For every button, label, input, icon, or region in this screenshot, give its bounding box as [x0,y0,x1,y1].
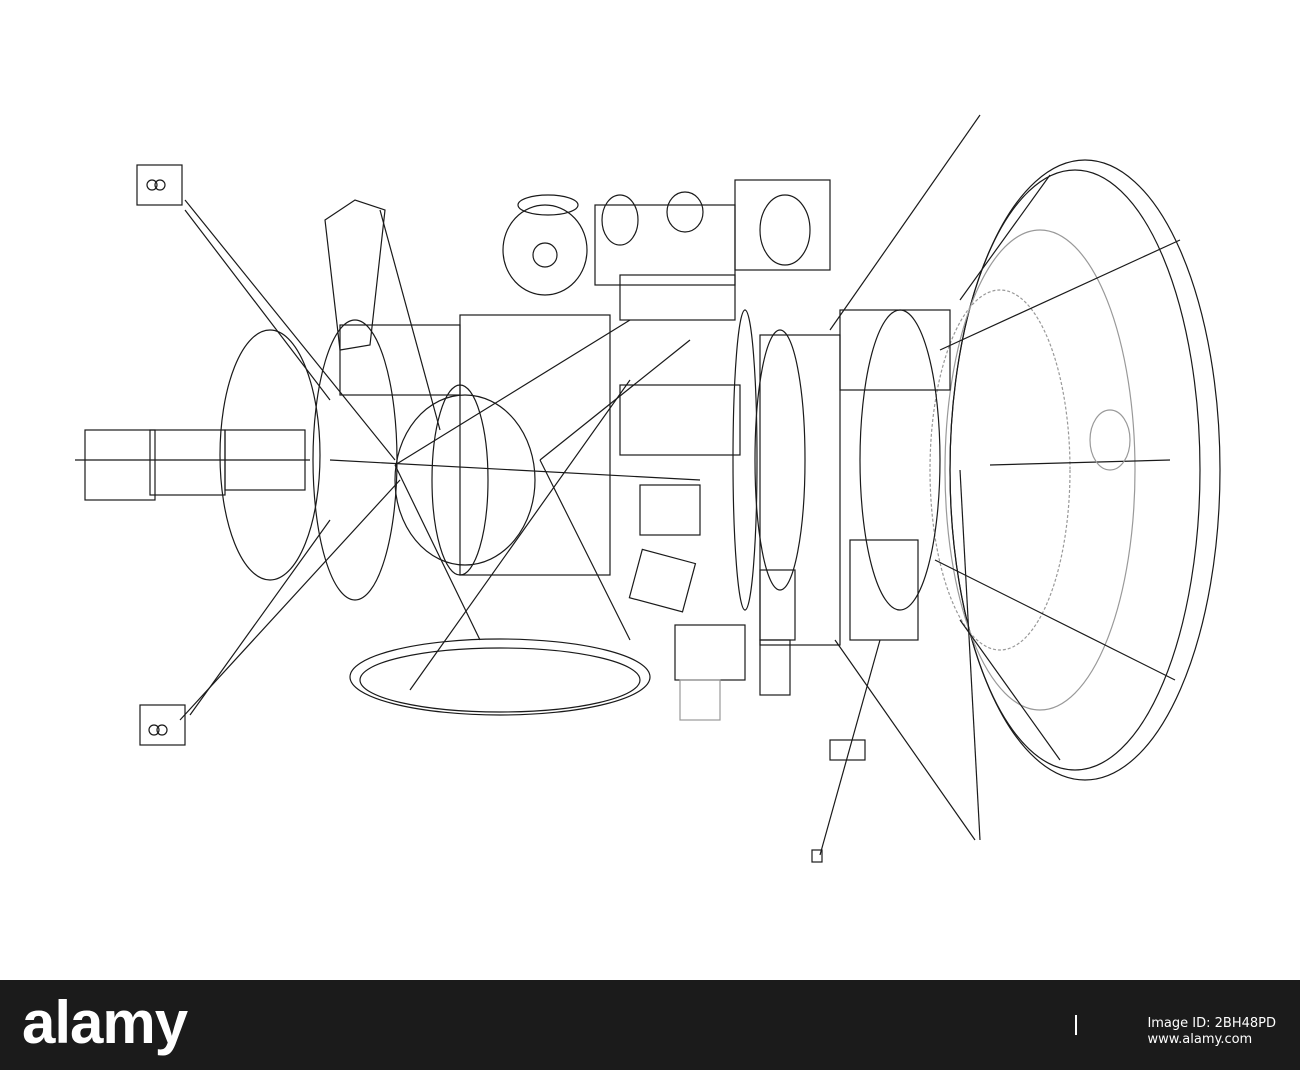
boom [811,639,976,863]
separator-bar [1075,1015,1077,1035]
bottom-ring [349,638,651,716]
watermark-footer: alamy Image ID: 2BH48PD www.alamy.com [0,980,1300,1070]
wireframe-drawing [75,114,1221,863]
dish-antenna [829,114,1221,841]
image-id-label: Image ID: 2BH48PD [1147,1016,1276,1031]
image-url-label: www.alamy.com [1147,1032,1253,1047]
thruster-boxes [136,164,186,746]
truss-frame [179,199,701,721]
central-tank [312,314,611,601]
top-instruments [502,179,831,321]
main-body [619,309,951,721]
alamy-logo: alamy [22,989,188,1056]
rear-engine [75,199,386,581]
image-id-text: Image ID: 2BH48PD www.alamy.com [1147,1016,1276,1048]
